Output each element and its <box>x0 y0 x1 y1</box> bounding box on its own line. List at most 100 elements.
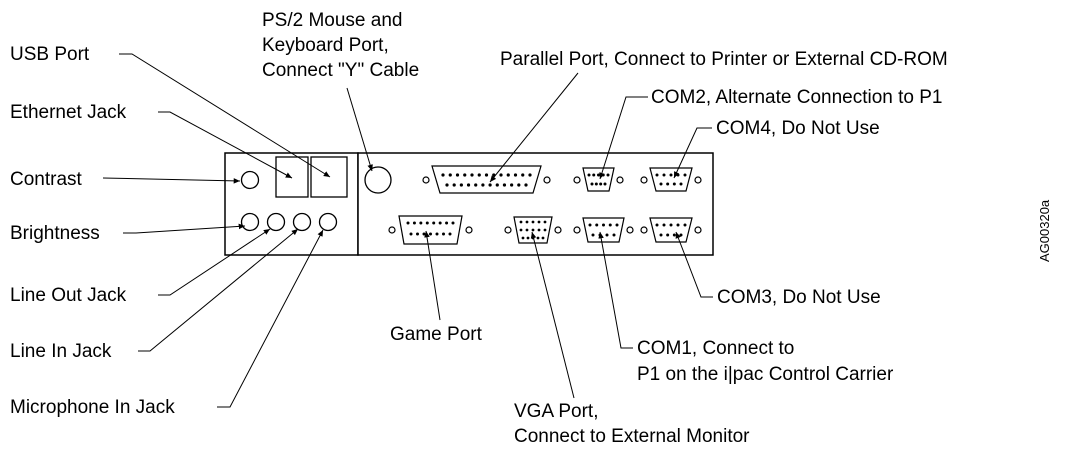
connector-pin <box>525 220 529 224</box>
connector-pin <box>441 173 445 177</box>
connector-pin <box>608 223 612 227</box>
connector-pin <box>513 173 518 177</box>
connector-pin <box>422 232 426 236</box>
connector-pin <box>602 223 605 227</box>
connector-pin <box>543 228 547 232</box>
connector-pin <box>606 173 610 177</box>
com1-label-line2: P1 on the i|pac Control Carrier <box>637 364 894 385</box>
figure-id: AG00320a <box>1037 199 1052 262</box>
vga-port-label-line2: Connect to External Monitor <box>514 426 750 447</box>
connector-pin <box>662 173 666 177</box>
connector-pin <box>537 220 541 224</box>
contrast-knob <box>240 170 260 190</box>
brightness-leader <box>123 223 246 234</box>
connector-pin <box>541 236 545 240</box>
connector-pin <box>459 183 463 187</box>
connector-pin <box>477 173 481 177</box>
line-in-jack-leader <box>138 228 299 352</box>
connector-pin <box>528 173 532 177</box>
connector-pin <box>676 223 680 227</box>
connector-pin <box>594 182 598 186</box>
line-out-jack-label: Line Out Jack <box>10 285 127 306</box>
vga-port-leader <box>530 231 575 399</box>
ps2-port-label-line2: Keyboard Port, <box>262 35 389 56</box>
connector-pin <box>659 182 663 186</box>
parallel-port-label: Parallel Port, Connect to Printer or Ext… <box>500 49 948 70</box>
microphone-in-jack-socket <box>318 212 338 232</box>
usb-port-socket <box>310 156 348 198</box>
connector-pin <box>595 223 599 227</box>
com2-leader <box>599 96 648 180</box>
ps2-port-leader <box>346 87 373 172</box>
connector-pin <box>669 223 673 227</box>
connector-pin <box>605 233 609 237</box>
connector-pin <box>536 236 540 240</box>
connector-pin <box>481 183 485 187</box>
com4-leader <box>673 127 712 179</box>
ps2-port-label-line1: PS/2 Mouse and <box>262 10 402 31</box>
com2-connector <box>573 167 624 192</box>
line-out-jack-leader <box>158 228 271 296</box>
game-port-label: Game Port <box>390 324 483 345</box>
connector-pin <box>445 221 449 225</box>
ethernet-jack-leader <box>158 111 293 179</box>
parallel-port-connector <box>422 165 551 194</box>
ps2-port-label-line3: Connect "Y" Cable <box>262 60 419 81</box>
connector-pin <box>676 173 680 177</box>
connector-pin <box>597 173 600 177</box>
connector-pin <box>591 233 595 237</box>
microphone-in-jack-label: Microphone In Jack <box>10 397 175 418</box>
connector-pin <box>409 232 413 236</box>
connector-pin <box>679 233 683 237</box>
connector-pin <box>474 183 478 187</box>
ethernet-jack-port <box>275 156 309 198</box>
com3-leader <box>675 231 713 298</box>
connector-pin <box>442 232 445 236</box>
connector-pin <box>429 232 432 236</box>
connector-pin <box>525 228 529 232</box>
connector-pin <box>521 236 525 240</box>
connector-pin <box>537 228 541 232</box>
microphone-in-jack-leader <box>217 229 324 408</box>
connector-pin <box>526 236 530 240</box>
connector-pin <box>599 182 603 186</box>
connector-pin <box>445 183 449 187</box>
ps2-port-socket <box>364 166 392 194</box>
com3-label: COM3, Do Not Use <box>717 287 881 308</box>
connector-pin <box>416 232 419 236</box>
connector-pin <box>603 182 607 186</box>
connector-pin <box>615 223 619 227</box>
connector-pin <box>659 233 663 237</box>
connector-pin <box>601 173 605 177</box>
connector-pin <box>683 173 687 177</box>
connector-pin <box>502 183 507 187</box>
connector-pin <box>406 221 410 225</box>
connector-pin <box>519 228 523 232</box>
line-in-jack-label: Line In Jack <box>10 341 112 362</box>
game-port-leader <box>424 230 441 321</box>
connector-pin <box>666 233 670 237</box>
connector-pin <box>438 221 442 225</box>
contrast-label: Contrast <box>10 169 83 190</box>
connector-pin <box>484 173 489 177</box>
connector-pin <box>521 173 525 177</box>
connector-pin <box>448 232 452 236</box>
ethernet-jack-label: Ethernet Jack <box>10 102 127 123</box>
parallel-port-leader <box>489 72 579 183</box>
com4-label: COM4, Do Not Use <box>716 118 880 139</box>
connector-pin <box>543 220 547 224</box>
connector-pin <box>612 233 616 237</box>
connector-pin <box>506 173 510 177</box>
connector-pin <box>588 223 592 227</box>
connector-pin <box>590 182 594 186</box>
connector-pin <box>495 183 499 187</box>
connector-pin <box>499 173 503 177</box>
connector-pin <box>669 173 673 177</box>
line-in-jack-socket <box>292 212 312 232</box>
connector-pin <box>672 182 676 186</box>
connector-pin <box>488 183 492 187</box>
line-out-jack-socket <box>266 212 286 232</box>
com2-label: COM2, Alternate Connection to P1 <box>651 87 943 108</box>
contrast-leader <box>102 177 241 184</box>
